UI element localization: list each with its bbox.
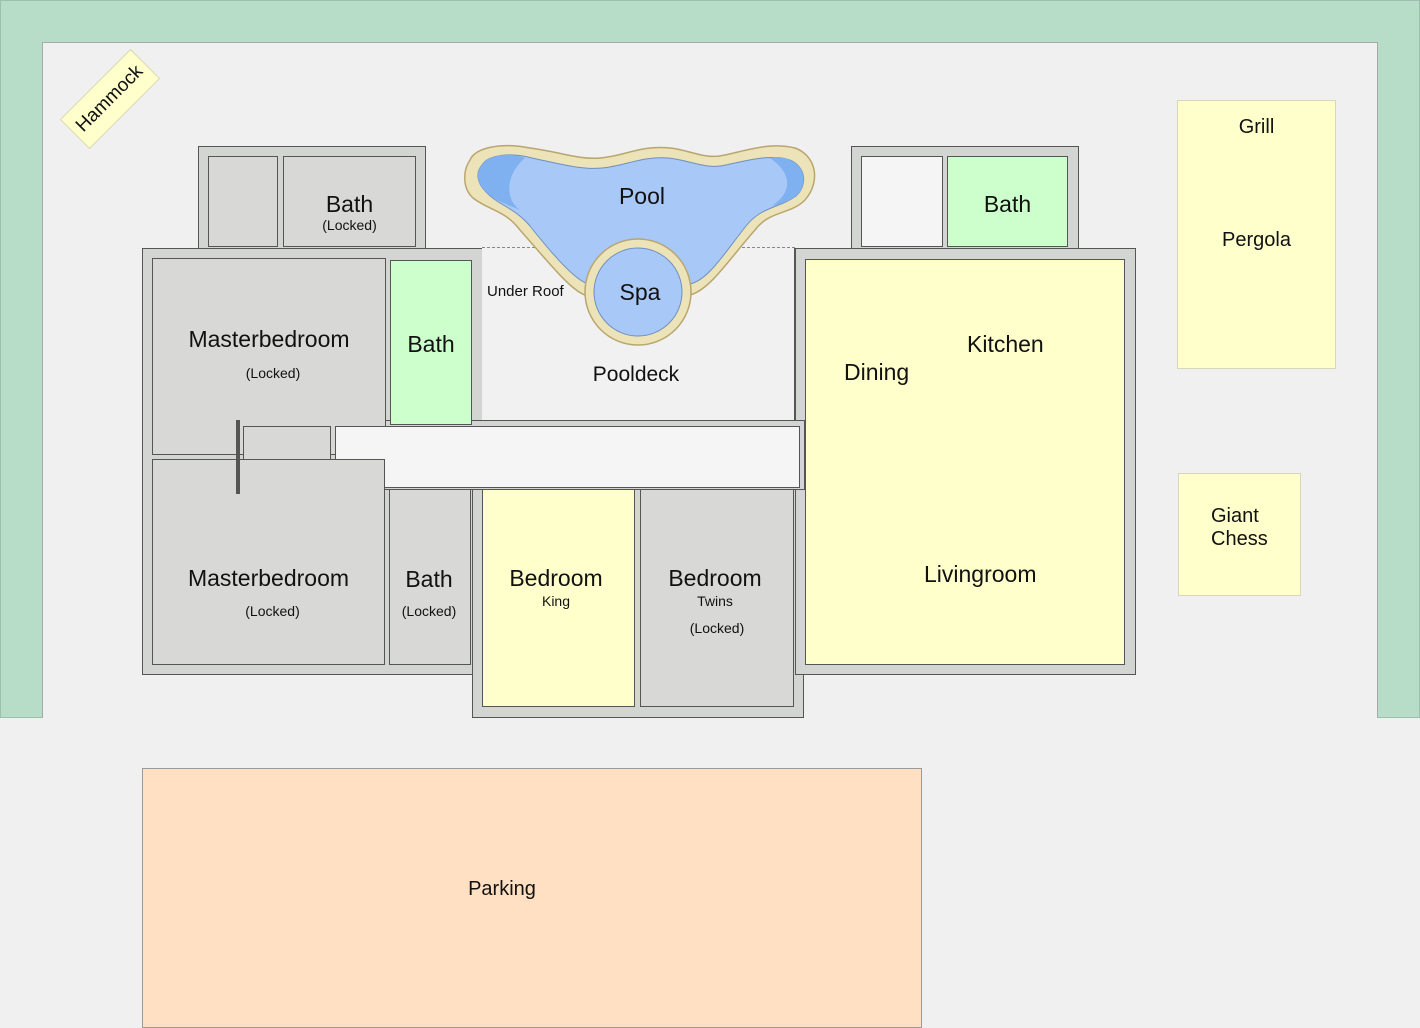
bedroom-twins-label: Bedroom xyxy=(668,565,762,591)
bath-top-left xyxy=(283,156,416,247)
pool-label: Pool xyxy=(618,183,666,209)
masterbedroom-1-notch xyxy=(152,420,238,454)
masterbedroom-2 xyxy=(152,459,385,665)
top-right-closet xyxy=(861,156,943,247)
top-left-closet xyxy=(208,156,278,247)
pergola-area xyxy=(1177,100,1336,369)
masterbedroom-2-status: (Locked) xyxy=(245,603,300,619)
bath-green-left xyxy=(390,260,472,425)
under-roof-label: Under Roof xyxy=(487,283,564,300)
parking-label: Parking xyxy=(468,878,536,900)
bath-lower-status: (Locked) xyxy=(401,603,457,619)
masterbedroom-2-label: Masterbedroom xyxy=(187,565,350,591)
bath-top-left-label: Bath xyxy=(325,191,374,217)
bedroom-twins-status: (Locked) xyxy=(689,620,745,636)
living-kitchen-dining xyxy=(805,259,1125,665)
kitchen-label: Kitchen xyxy=(967,331,1044,357)
livingroom-label: Livingroom xyxy=(924,561,1037,587)
giant-chess-area xyxy=(1178,473,1301,596)
masterbedroom-2-notch xyxy=(236,420,240,494)
bedroom-king xyxy=(482,489,635,707)
bath-lower xyxy=(389,489,471,665)
giant-chess-label-1: Giant xyxy=(1211,505,1259,527)
under-roof-line xyxy=(482,247,795,248)
pergola-label: Pergola xyxy=(1222,229,1291,251)
hallway xyxy=(335,426,800,488)
parking-area xyxy=(142,768,922,1028)
bedroom-king-sub: King xyxy=(541,593,571,609)
pooldeck-area xyxy=(482,248,795,420)
masterbedroom-1-status: (Locked) xyxy=(245,365,301,381)
dining-label: Dining xyxy=(844,359,910,385)
grill-label: Grill xyxy=(1238,116,1275,138)
giant-chess-label-2: Chess xyxy=(1211,528,1268,550)
bedroom-king-label: Bedroom xyxy=(509,565,603,591)
bedroom-twins xyxy=(640,489,794,707)
spa-label: Spa xyxy=(619,279,661,305)
bath-green-left-label: Bath xyxy=(407,331,455,357)
bath-top-right xyxy=(947,156,1068,247)
pooldeck-label: Pooldeck xyxy=(592,363,680,386)
masterbedroom-1-label: Masterbedroom xyxy=(188,326,350,352)
bedroom-twins-sub: Twins xyxy=(697,593,733,609)
bath-lower-label: Bath xyxy=(405,566,453,592)
bath-top-right-label: Bath xyxy=(983,191,1032,217)
bath-top-left-status: (Locked) xyxy=(322,217,377,233)
